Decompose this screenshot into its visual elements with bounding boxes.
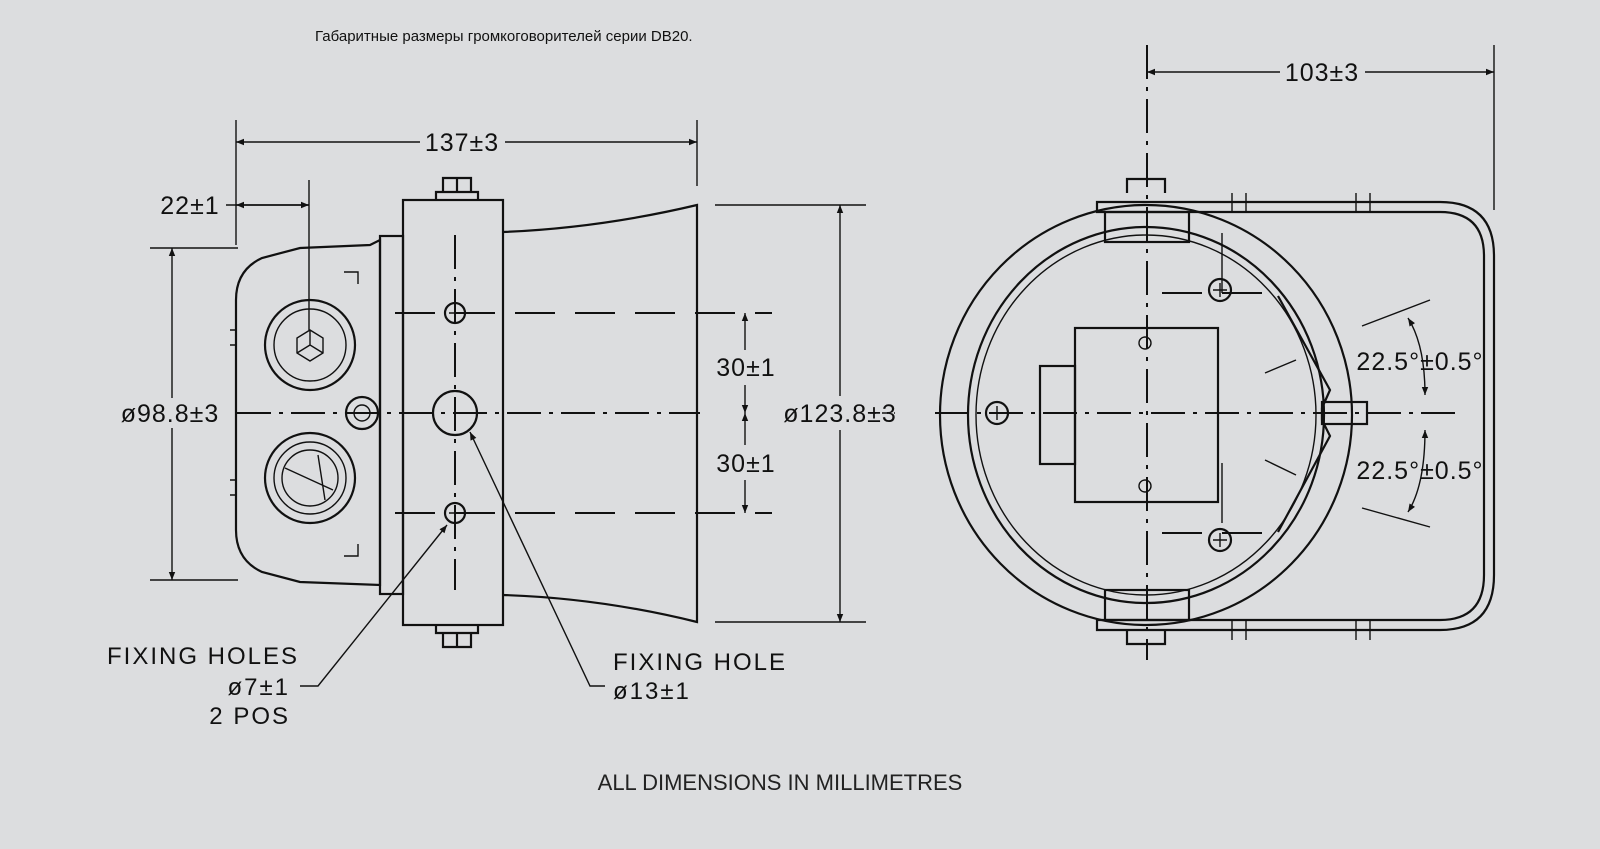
units-note: ALL DIMENSIONS IN MILLIMETRES bbox=[598, 770, 963, 795]
angle-lower-label: 22.5°±0.5° bbox=[1356, 457, 1483, 485]
fixing-hole-size: ø13±1 bbox=[613, 678, 691, 705]
mounting-bracket bbox=[1095, 200, 1496, 632]
dim-hole-spacing-lower: 30±1 bbox=[716, 450, 775, 478]
fixing-hole-label: FIXING HOLE bbox=[613, 649, 787, 676]
fixing-holes-count: 2 POS bbox=[209, 703, 290, 730]
cable-gland-upper bbox=[263, 298, 357, 392]
housing-flange bbox=[378, 234, 405, 596]
dim-depth-label: 103±3 bbox=[1285, 59, 1359, 87]
top-bolt bbox=[434, 176, 480, 200]
dim-front-diameter-label: ø123.8±3 bbox=[783, 400, 896, 428]
dim-rear-label: 22±1 bbox=[160, 192, 219, 220]
side-view: 137±3 22±1 ø98.8±3 30±1 30±1 ø123.8±3 FI… bbox=[107, 120, 896, 730]
dim-hole-spacing-upper: 30±1 bbox=[716, 354, 775, 382]
cable-gland-lower bbox=[263, 431, 357, 525]
dim-rear-diameter-label: ø98.8±3 bbox=[121, 400, 220, 428]
dim-length-label: 137±3 bbox=[425, 129, 499, 157]
angle-upper-label: 22.5°±0.5° bbox=[1356, 348, 1483, 376]
front-view: 22.5°±0.5° 22.5°±0.5° 103±3 bbox=[935, 45, 1496, 660]
fixing-holes-size: ø7±1 bbox=[227, 674, 290, 701]
drawing-title: Габаритные размеры громкоговорителей сер… bbox=[315, 28, 693, 45]
outer-rim bbox=[938, 203, 1354, 627]
fixing-holes-label: FIXING HOLES bbox=[107, 643, 299, 670]
bottom-bolt bbox=[434, 625, 480, 649]
